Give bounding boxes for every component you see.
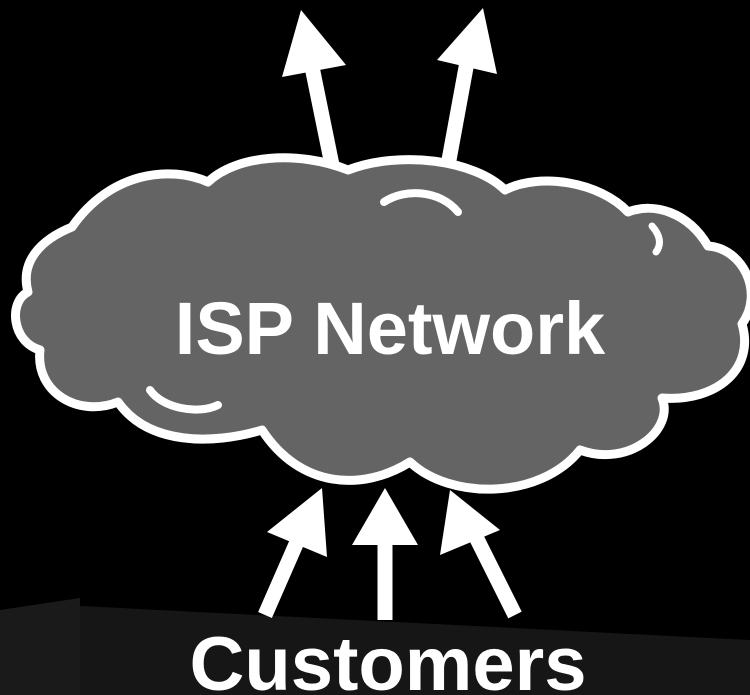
inbound-arrows	[258, 488, 522, 620]
outbound-arrow-right	[437, 8, 497, 162]
outbound-arrow-left	[282, 10, 346, 167]
customers-label: Customers	[190, 622, 587, 695]
inbound-arrow-right	[440, 490, 522, 619]
inbound-arrow-center	[352, 488, 418, 620]
outbound-arrows	[282, 8, 497, 167]
floor-band	[0, 598, 750, 695]
isp-network-cloud	[11, 153, 750, 494]
cloud-label: ISP Network	[175, 287, 606, 370]
inbound-arrow-left	[258, 488, 327, 619]
